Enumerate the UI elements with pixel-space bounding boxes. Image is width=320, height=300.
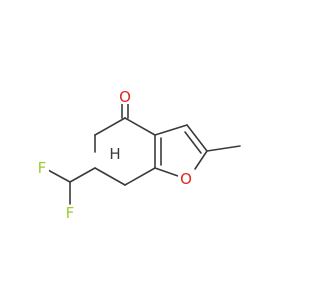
bond-cf-upper: [47, 169, 71, 183]
structure-canvas: O O H F F: [35, 88, 241, 222]
bond-c2-methyl: [206, 145, 241, 152]
bond-c4-c3a: [124, 117, 156, 136]
bond-c6-c7: [94, 167, 126, 186]
carbonyl-oxygen-label: O: [119, 88, 131, 106]
bond-o1-c7a: [154, 167, 179, 177]
bond-c2-o1: [194, 150, 208, 170]
ring-oxygen: O: [178, 170, 194, 188]
molecule-structure: O O H F F: [35, 88, 241, 222]
stereo-hydrogen-label: H: [109, 145, 120, 163]
bond-c4-c5: [94, 117, 126, 136]
fluorine-lower-label: F: [66, 204, 75, 222]
bond-c3-c2-2: [184, 131, 202, 154]
bond-c6-chf2: [69, 167, 96, 183]
bonds: [47, 101, 241, 205]
fluorine-upper: F: [35, 159, 49, 177]
fluorine-upper-label: F: [38, 159, 47, 177]
stereo-hydrogen: H: [109, 145, 121, 163]
bond-c3-c2-1: [186, 124, 208, 152]
ring-oxygen-label: O: [180, 170, 192, 188]
fluorine-lower: F: [63, 204, 77, 222]
atom-labels: O O H F F: [35, 88, 194, 222]
bond-c3a-c3: [154, 124, 188, 136]
bond-c7-c7a: [124, 167, 156, 186]
carbonyl-oxygen: O: [117, 88, 133, 106]
